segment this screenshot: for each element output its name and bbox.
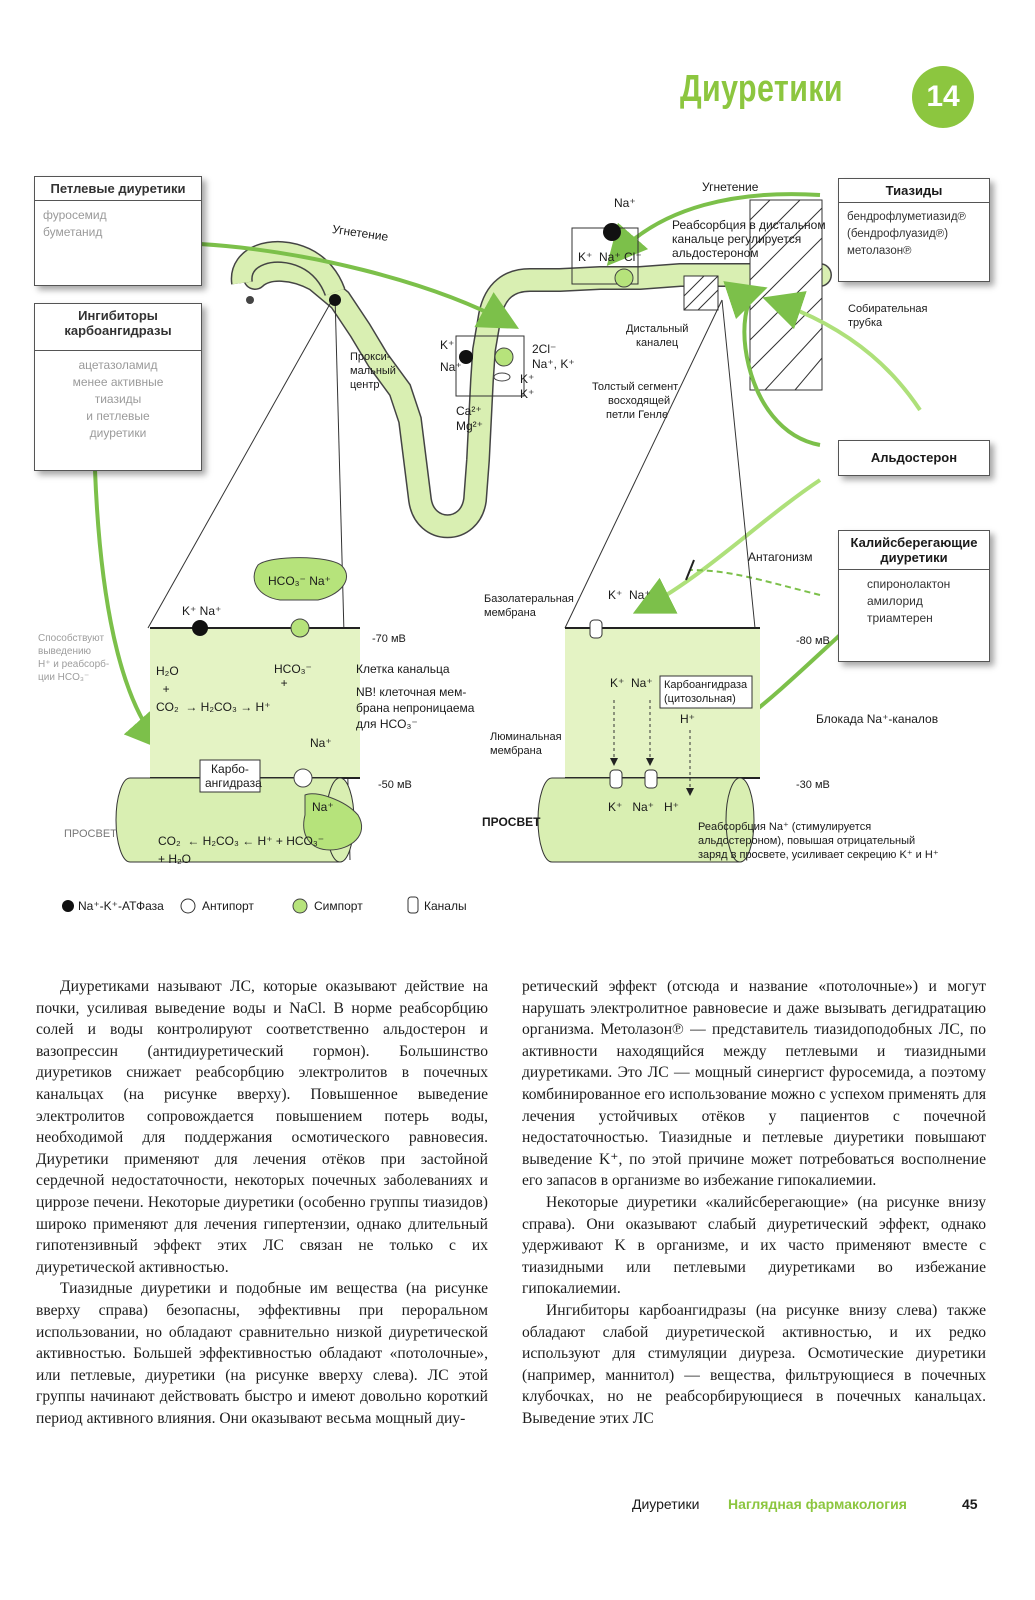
membrane-potential-right-bottom: -30 мВ <box>796 779 830 791</box>
inhibition-label-right: Угнетение <box>702 180 759 194</box>
thiazide-drug-3: метолазон℗ <box>847 245 912 257</box>
atpase-legend-icon <box>62 900 74 912</box>
ion-label: K⁺K⁺ <box>520 372 535 401</box>
membrane-potential-right-top: -80 мВ <box>796 635 830 647</box>
paragraph-cai-osmotic: Ингибиторы карбоангидразы (на рисунке вн… <box>522 1301 986 1427</box>
loop-diuretics-box: Петлевые диуретики фуросемид буметанид <box>34 176 202 286</box>
cai-box: Ингибиторы карбоангидразы ацетазоламид м… <box>34 303 202 471</box>
thiazides-box: Тиазиды бендрофлуметиазид℗ (бендрофлуази… <box>838 178 990 282</box>
ion-label: K⁺ Na⁺ Cl⁻ <box>578 250 642 264</box>
ion-label: Ca²⁺Mg²⁺ <box>456 404 483 433</box>
cai-item-5: диуретики <box>89 426 147 440</box>
ion-label: Na⁺ <box>312 800 334 814</box>
paragraph-loop-cont: ретический эффект (отсюда и название «по… <box>522 978 986 1190</box>
antagonism-label: Антагонизм <box>748 550 813 564</box>
ion-label: K⁺ Na⁺ <box>610 676 653 690</box>
page-title: Диуретики <box>680 68 844 110</box>
page-number: 45 <box>962 1496 978 1512</box>
footer-book-title: Наглядная фармакология <box>728 1496 907 1512</box>
ksparing-drug-1: спиронолактон <box>867 577 951 591</box>
ion-label: H⁺ <box>680 712 695 726</box>
ion-label: Na⁺ <box>614 196 636 210</box>
na-channel-block-label: Блокада Na⁺-каналов <box>816 712 939 726</box>
text-column-left: Диуретиками называют ЛС, которые оказыва… <box>36 976 488 1429</box>
legend-symport: Симпорт <box>314 899 363 913</box>
carbonic-anhydrase-label: Карбо-ангидраза <box>205 762 262 790</box>
aldosterone-title: Альдостерон <box>870 450 958 465</box>
cai-item-1: ацетазоламид <box>78 358 158 372</box>
ion-label: HCO₃⁻ + <box>274 662 312 690</box>
ksparing-drug-3: триамтерен <box>867 611 933 625</box>
reaction-label: H₂O +CO₂ → H₂CO₃ → H⁺ <box>156 664 271 714</box>
symport-legend-icon <box>292 898 308 914</box>
ksparing-drug-2: амилорид <box>867 594 923 608</box>
cytosolic-ca-label: Карбоангидраза(цитозольная) <box>664 679 748 705</box>
text-column-right: ретический эффект (отсюда и название «по… <box>522 976 986 1429</box>
paragraph-potassium-sparing: Некоторые диуретики «калийсберегающие» (… <box>522 1193 986 1298</box>
antiport-legend-icon <box>180 898 196 914</box>
thiazide-drug-1: бендрофлуметиазид℗ <box>847 211 967 223</box>
cai-item-4: и петлевые <box>86 409 150 423</box>
cai-item-3: тиазиды <box>94 392 142 406</box>
potassium-sparing-title: Калийсберегающие диуретики <box>839 531 989 570</box>
membrane-potential-left-top: -70 мВ <box>372 633 406 645</box>
membrane-potential-left-bottom: -50 мВ <box>378 779 412 791</box>
ion-label: K⁺Na⁺ <box>440 338 462 374</box>
ion-label: Na⁺ <box>310 736 332 750</box>
paragraph-thiazides: Тиазидные диуретики и подобные им вещест… <box>36 1280 488 1427</box>
paragraph-intro: Диуретиками называют ЛС, которые оказыва… <box>36 978 488 1276</box>
right-cell <box>537 619 760 863</box>
ion-label: K⁺ Na⁺ <box>608 588 651 602</box>
ion-label: K⁺ Na⁺ H⁺ <box>608 800 680 814</box>
lumen-label-right: ПРОСВЕТ <box>482 815 541 829</box>
diuretics-diagram <box>62 192 922 914</box>
legend-atpase: Na⁺-K⁺-АТФаза <box>78 899 164 913</box>
loop-diuretics-title: Петлевые диуретики <box>35 177 201 201</box>
loop-drug-1: фуросемид <box>43 208 107 222</box>
cai-title: Ингибиторы карбоангидразы <box>35 304 201 351</box>
channel-legend-icon <box>407 896 419 914</box>
potassium-sparing-box: Калийсберегающие диуретики спиронолактон… <box>838 530 990 662</box>
reaction-label: CO₂ ← H₂CO₃ ← H⁺ + HCO₃⁻+ H₂O <box>158 834 325 866</box>
thiazides-title: Тиазиды <box>839 179 989 203</box>
cell-label: Клетка канальца <box>356 662 450 676</box>
legend-channels: Каналы <box>424 899 467 913</box>
legend-antiport: Антипорт <box>202 899 254 913</box>
loop-drug-2: буметанид <box>43 225 103 239</box>
aldosterone-box: Альдостерон <box>838 440 990 476</box>
ion-label: 2Cl⁻Na⁺, K⁺ <box>532 342 575 371</box>
ion-label: HCO₃⁻ Na⁺ <box>268 574 331 588</box>
lumen-label-left: ПРОСВЕТ <box>64 828 117 840</box>
ion-label: K⁺ Na⁺ <box>182 604 222 618</box>
left-cell <box>115 557 363 863</box>
chapter-number-badge: 14 <box>912 66 974 128</box>
cai-item-2: менее активные <box>72 375 164 389</box>
thiazide-drug-2: (бендрофлуазид℗) <box>847 228 949 240</box>
footer-section: Диуретики <box>632 1496 700 1512</box>
